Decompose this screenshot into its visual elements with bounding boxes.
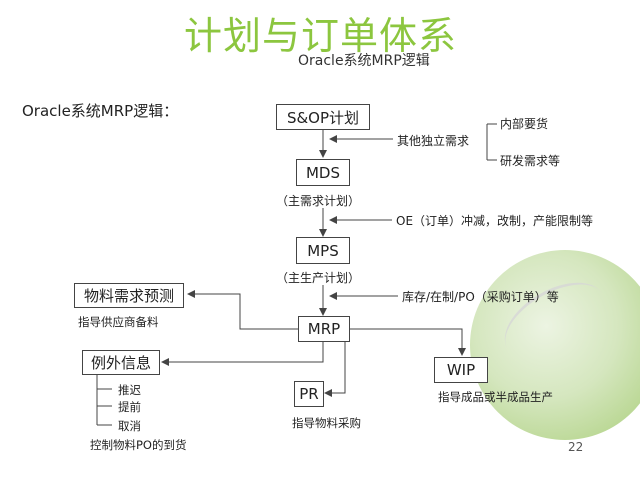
orders-label: OE（订单）冲减，改制，产能限制等 — [396, 214, 594, 228]
page-number: 22 — [568, 440, 584, 454]
exception-box: 例外信息 — [82, 350, 160, 375]
other-demand-item-rd: 研发需求等 — [500, 154, 561, 168]
wip-box: WIP — [434, 357, 488, 383]
exception-item-cancel: 取消 — [118, 419, 141, 433]
forecast-note: 指导供应商备料 — [78, 315, 159, 329]
sop-box: S&OP计划 — [276, 104, 370, 130]
side-label: Oracle系统MRP逻辑： — [22, 102, 179, 120]
decorative-globe — [470, 250, 640, 440]
mps-box: MPS — [296, 237, 350, 264]
exception-item-delay: 推迟 — [118, 383, 141, 397]
exception-item-advance: 提前 — [118, 400, 141, 414]
pr-box: PR — [294, 381, 324, 407]
forecast-box: 物料需求预测 — [74, 283, 184, 308]
mds-box: MDS — [296, 159, 350, 186]
wip-note: 指导成品或半成品生产 — [438, 390, 553, 404]
mds-note: （主需求计划） — [276, 194, 361, 208]
pr-note: 指导物料采购 — [292, 416, 361, 430]
other-demand-label: 其他独立需求 — [397, 134, 470, 148]
arrow-mrp-exception — [161, 341, 324, 366]
arrow-mrp-wip — [349, 328, 466, 356]
arrow-mrp-pr — [324, 341, 346, 397]
slide-title: 计划与订单体系 — [184, 14, 458, 58]
mrp-box: MRP — [298, 316, 350, 342]
other-demand-item-internal: 内部要货 — [500, 117, 549, 131]
inventory-label: 库存/在制/PO（采购订单）等 — [402, 290, 559, 304]
arrow-mrp-forecast — [187, 290, 298, 330]
exception-note: 控制物料PO的到货 — [90, 438, 187, 452]
mps-note: （主生产计划） — [276, 271, 361, 285]
slide-subtitle: Oracle系统MRP逻辑 — [298, 53, 430, 69]
